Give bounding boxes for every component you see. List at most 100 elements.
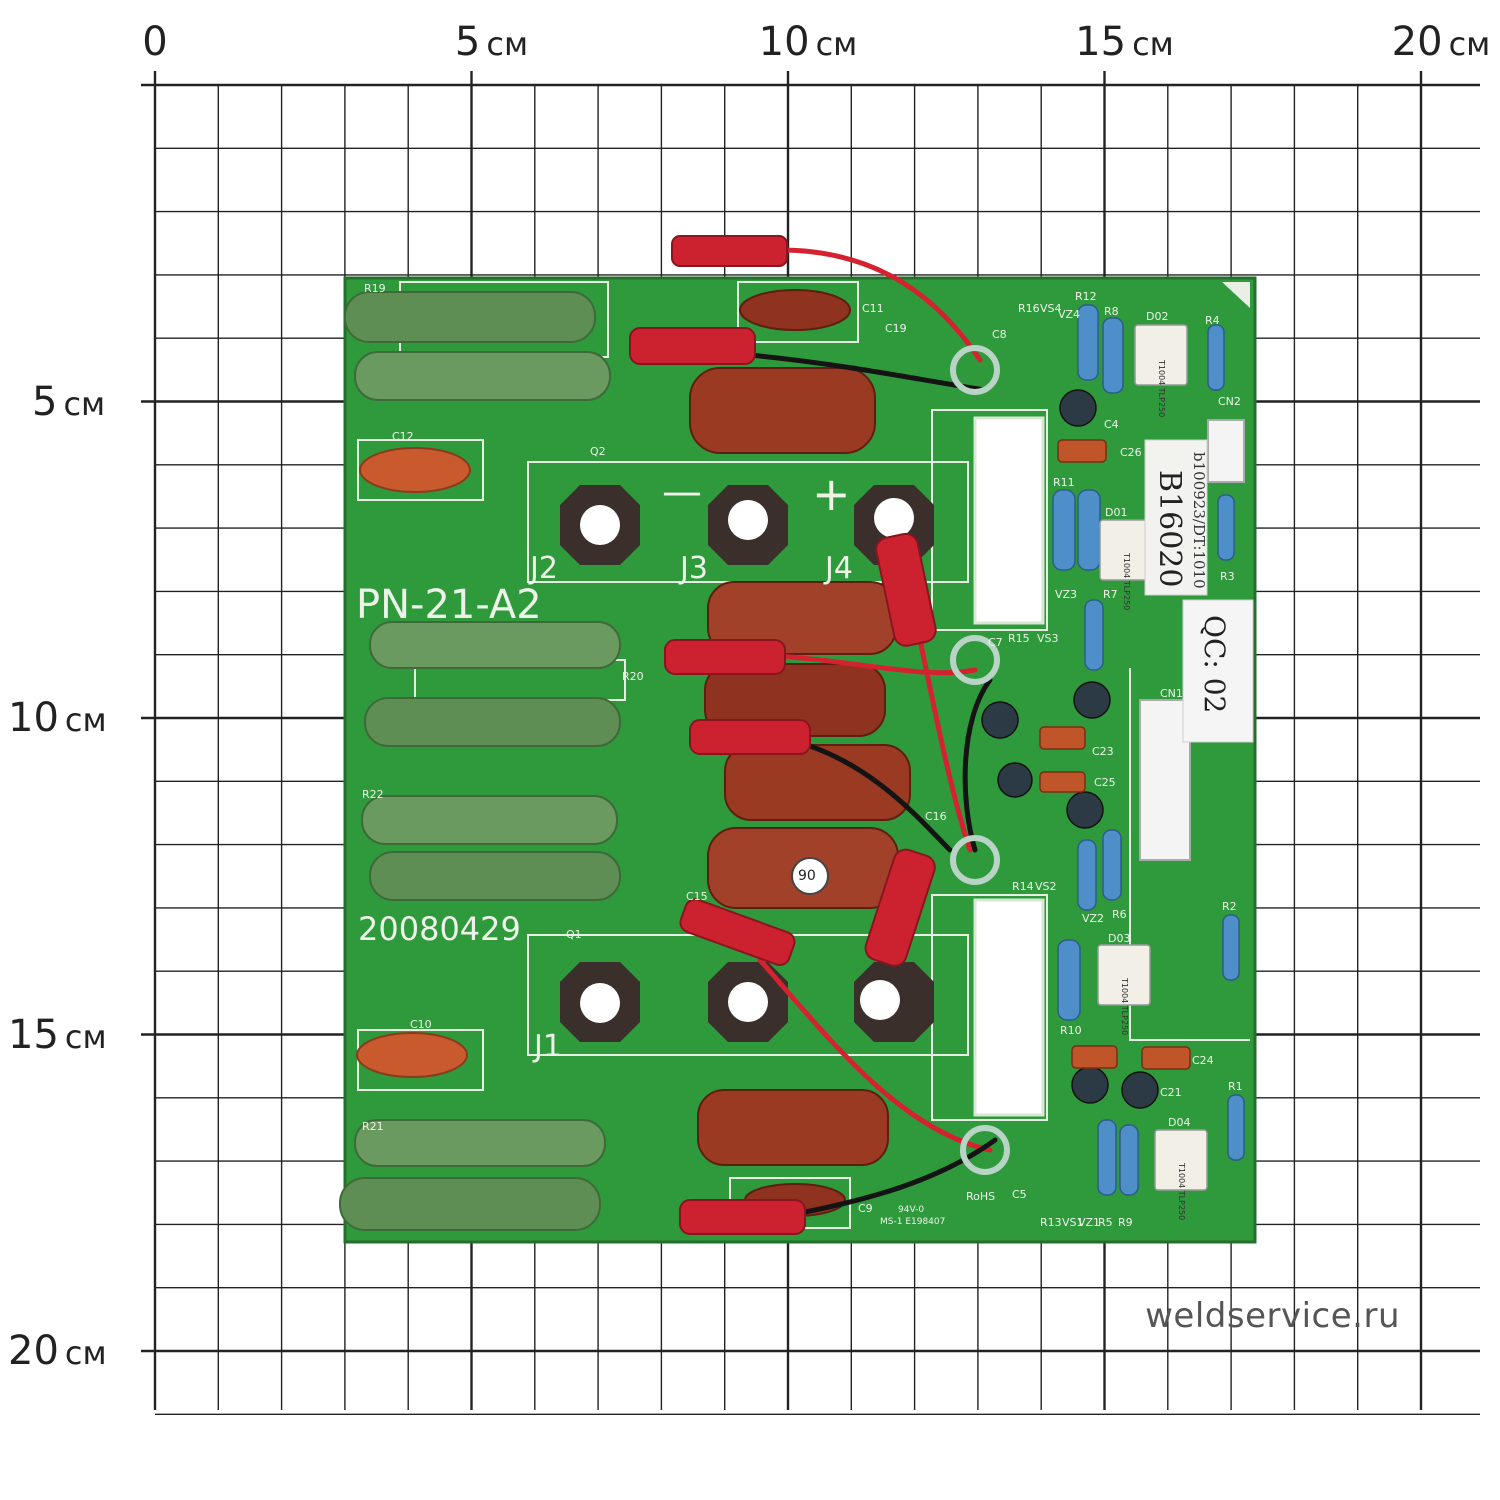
scale-number: 15 bbox=[8, 1011, 59, 1058]
resistor-r21 bbox=[339, 1119, 606, 1231]
silk-c11: C11 bbox=[862, 302, 884, 315]
silk-trace-right bbox=[1129, 668, 1250, 1041]
scale-unit: см bbox=[64, 1017, 107, 1056]
silk-r15: R15 bbox=[1008, 632, 1030, 645]
optocoupler-marking-d04: T1004 TLP250 bbox=[1177, 1162, 1186, 1220]
top-scale-label: 0 bbox=[142, 22, 167, 62]
pcb-corner-mark bbox=[1222, 282, 1250, 308]
capacitor-c19 bbox=[689, 367, 876, 454]
silk-c5: C5 bbox=[1012, 1188, 1027, 1201]
silk-r11: R11 bbox=[1053, 476, 1075, 489]
resistor-r19 bbox=[344, 291, 611, 401]
silk-c23: C23 bbox=[1092, 745, 1114, 758]
silk-c4: C4 bbox=[1104, 418, 1119, 431]
optocoupler-marking-d03: T1004 TLP250 bbox=[1120, 977, 1129, 1035]
part-number-sticker bbox=[1144, 439, 1208, 596]
red-spade-connectors bbox=[629, 235, 937, 1235]
scale-number: 20 bbox=[8, 1328, 59, 1374]
silk-ul-file: MS-1 E198407 bbox=[880, 1217, 945, 1227]
silk-q2: Q2 bbox=[590, 445, 606, 458]
watermark: weldservice.ru bbox=[1145, 1296, 1400, 1336]
silk-cn2: CN2 bbox=[1218, 395, 1241, 408]
silk-r3: R3 bbox=[1220, 570, 1235, 583]
scale-unit: см bbox=[1132, 25, 1174, 63]
silk-c9: C9 bbox=[858, 1202, 873, 1215]
wire-rings bbox=[950, 345, 1010, 1175]
silk-r7: R7 bbox=[1103, 588, 1118, 601]
silk-r4: R4 bbox=[1205, 314, 1220, 327]
silk-d01: D01 bbox=[1105, 506, 1127, 519]
terminal-label-j3: J3 bbox=[678, 551, 708, 586]
silk-rohs: RoHS bbox=[966, 1190, 995, 1203]
optocoupler-marking-d02: T1004 TLP250 bbox=[1157, 359, 1166, 417]
scale-unit: см bbox=[486, 25, 529, 63]
optocouplers bbox=[1097, 324, 1208, 1191]
silk-r22: R22 bbox=[362, 788, 384, 801]
silk-c25: C25 bbox=[1094, 776, 1116, 789]
scale-unit: см bbox=[64, 701, 107, 739]
silk-vz3: VZ3 bbox=[1055, 588, 1077, 601]
silk-vz1: VZ1 bbox=[1078, 1216, 1100, 1229]
silk-c12: C12 bbox=[392, 430, 414, 443]
silk-c15: C15 bbox=[686, 890, 708, 903]
terminal-label-j4: J4 bbox=[823, 551, 853, 586]
silk-r1: R1 bbox=[1228, 1080, 1243, 1093]
silk-c19: C19 bbox=[885, 322, 907, 335]
silk-r10: R10 bbox=[1060, 1024, 1082, 1037]
board-model-label: PN-21-A2 bbox=[356, 582, 542, 628]
silk-vs4: VS4 bbox=[1040, 302, 1062, 315]
scale-number: 20 bbox=[1391, 19, 1443, 65]
smd-capacitors bbox=[1039, 439, 1191, 1070]
silk-c24: C24 bbox=[1192, 1054, 1214, 1067]
silk-r6: R6 bbox=[1112, 908, 1127, 921]
scale-unit: см bbox=[64, 1334, 107, 1372]
signal-resistors bbox=[1052, 304, 1245, 1196]
capacitor-c16 bbox=[724, 744, 911, 821]
silk-q1: Q1 bbox=[566, 928, 582, 941]
silk-ul-rating: 94V-0 bbox=[898, 1205, 924, 1215]
scale-number: 15 bbox=[1075, 19, 1127, 65]
silk-cn1: CN1 bbox=[1160, 687, 1183, 700]
silk-r9: R9 bbox=[1118, 1216, 1133, 1229]
sticker-circle bbox=[791, 857, 829, 895]
qc-label: QC: 02 bbox=[1198, 615, 1231, 713]
silk-r5: R5 bbox=[1098, 1216, 1113, 1229]
batch-code: b100923/DT:1010 bbox=[1190, 452, 1208, 589]
silk-r14: R14 bbox=[1012, 880, 1034, 893]
connector-cn1 bbox=[1139, 699, 1191, 861]
polarity-plus: + bbox=[812, 467, 851, 521]
silk-c8: C8 bbox=[992, 328, 1007, 341]
board-cutout-top bbox=[973, 416, 1045, 625]
silk-outline-c11 bbox=[737, 281, 859, 343]
silk-vs3: VS3 bbox=[1037, 632, 1059, 645]
silk-r19: R19 bbox=[364, 282, 386, 295]
silk-c26: C26 bbox=[1120, 446, 1142, 459]
silk-r2: R2 bbox=[1222, 900, 1237, 913]
silk-vs1: VS1 bbox=[1062, 1216, 1084, 1229]
terminal-label-j1: J1 bbox=[532, 1029, 562, 1064]
scale-unit: см bbox=[63, 384, 106, 423]
silk-r21: R21 bbox=[362, 1120, 384, 1133]
silk-outline-c12 bbox=[357, 439, 484, 501]
silk-r8: R8 bbox=[1104, 305, 1119, 318]
part-number: B16020 bbox=[1152, 470, 1187, 587]
scale-number: 10 bbox=[758, 19, 810, 65]
polarity-minus: — bbox=[662, 469, 702, 515]
capacitor-c12 bbox=[359, 447, 471, 493]
silk-vz4: VZ4 bbox=[1058, 308, 1080, 321]
optocoupler-marking-d01: T1004 TLP250 bbox=[1122, 552, 1131, 610]
silk-r16: R16 bbox=[1018, 302, 1040, 315]
scale-number: 5 bbox=[32, 378, 58, 425]
scale-unit: см bbox=[815, 25, 858, 63]
capacitor-c11 bbox=[739, 289, 851, 331]
capacitor-c10 bbox=[356, 1032, 468, 1078]
qc-sticker bbox=[1182, 599, 1254, 743]
silk-d03: D03 bbox=[1108, 932, 1130, 945]
